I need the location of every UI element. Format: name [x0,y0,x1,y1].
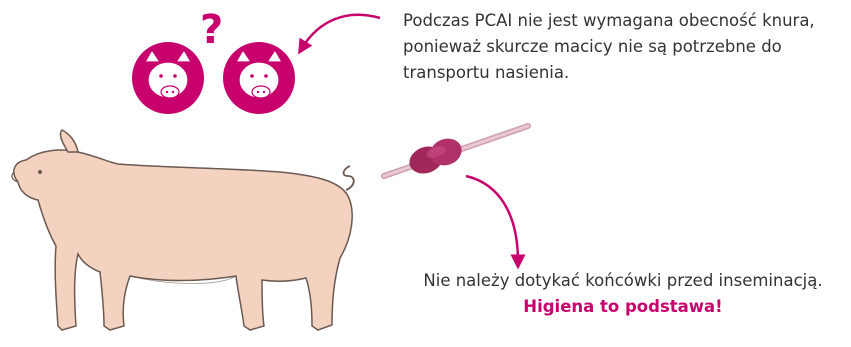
arrow-top [298,13,381,55]
boar-head-icon-left [132,42,204,114]
info-text-top: Podczas PCAI nie jest wymagana obecność … [403,11,815,82]
question-mark: ? [200,7,224,53]
info-bottom-line1: Nie należy dotykać końcówki przed insemi… [423,271,823,290]
catheter-illustration [381,123,531,179]
boar-head-icon-right [223,42,295,114]
info-text-bottom: Nie należy dotykać końcówki przed insemi… [395,268,851,320]
hygiene-emphasis: Higiena to podstawa! [523,297,723,316]
pig-illustration [11,129,355,331]
arrow-down [465,174,526,270]
